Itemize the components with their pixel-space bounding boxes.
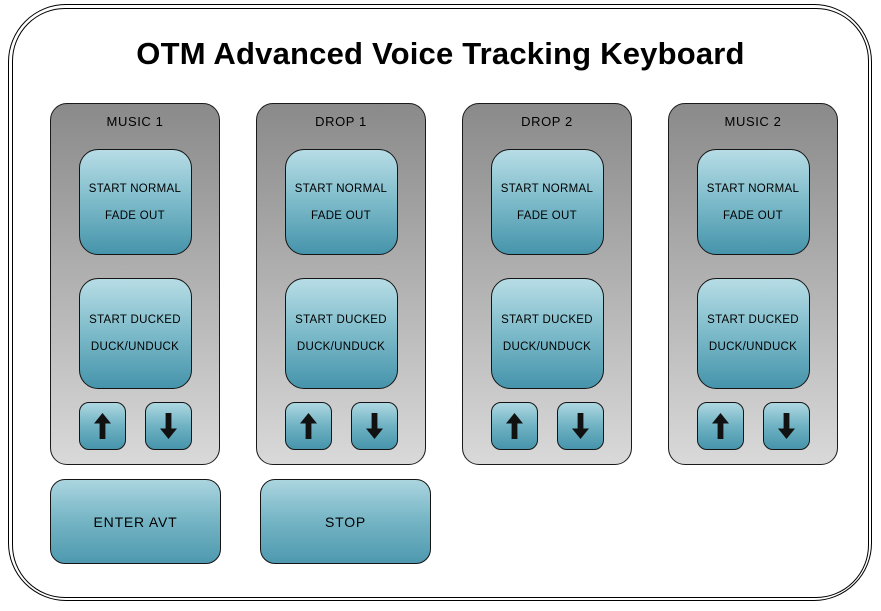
button-label-line1: START NORMAL [294,182,388,195]
stop-label: STOP [324,513,367,530]
down-arrow-icon [777,413,796,439]
music-2-up-button[interactable] [696,402,744,450]
drop-2-start-normal-fade-out-button[interactable]: START NORMAL FADE OUT [490,149,604,255]
button-label-line2: DUCK/UNDUCK [502,341,592,353]
panel-drop-1-label: DROP 1 [315,114,367,129]
panel-music-1: MUSIC 1 START NORMAL FADE OUT START DUCK… [50,103,220,465]
button-label-line2: FADE OUT [105,209,165,222]
button-label-line1: START DUCKED [295,314,387,326]
button-label-line1: START NORMAL [88,182,182,195]
button-label-line2: FADE OUT [723,209,783,222]
up-arrow-icon [505,413,524,439]
drop-2-down-button[interactable] [556,402,604,450]
enter-avt-button[interactable]: ENTER AVT [50,479,221,564]
button-label-line1: START DUCKED [89,314,181,326]
music-1-down-button[interactable] [144,402,192,450]
panel-music-2: MUSIC 2 START NORMAL FADE OUT START DUCK… [668,103,838,465]
up-arrow-icon [711,413,730,439]
drop-1-arrow-row [284,402,398,450]
button-label-line1: START NORMAL [500,182,594,195]
music-1-up-button[interactable] [78,402,126,450]
button-label-line2: DUCK/UNDUCK [296,341,386,353]
drop-1-start-normal-fade-out-button[interactable]: START NORMAL FADE OUT [284,149,398,255]
drop-2-arrow-row [490,402,604,450]
page-title: OTM Advanced Voice Tracking Keyboard [136,36,745,71]
drop-1-down-button[interactable] [350,402,398,450]
panel-drop-1: DROP 1 START NORMAL FADE OUT START DUCKE… [256,103,426,465]
button-label-line2: FADE OUT [517,209,577,222]
down-arrow-icon [159,413,178,439]
panel-music-1-label: MUSIC 1 [106,114,164,129]
music-2-arrow-row [696,402,810,450]
music-2-down-button[interactable] [762,402,810,450]
panel-row: MUSIC 1 START NORMAL FADE OUT START DUCK… [50,103,838,465]
music-1-start-ducked-duck-unduck-button[interactable]: START DUCKED DUCK/UNDUCK [78,278,192,389]
keyboard-frame [8,4,872,601]
down-arrow-icon [365,413,384,439]
button-label-line1: START NORMAL [706,182,800,195]
button-label-line2: DUCK/UNDUCK [708,341,798,353]
button-label-line1: START DUCKED [707,314,799,326]
up-arrow-icon [299,413,318,439]
panel-drop-2-label: DROP 2 [521,114,573,129]
panel-music-2-label: MUSIC 2 [724,114,782,129]
down-arrow-icon [571,413,590,439]
drop-1-up-button[interactable] [284,402,332,450]
drop-2-start-ducked-duck-unduck-button[interactable]: START DUCKED DUCK/UNDUCK [490,278,604,389]
music-2-start-ducked-duck-unduck-button[interactable]: START DUCKED DUCK/UNDUCK [696,278,810,389]
drop-2-up-button[interactable] [490,402,538,450]
button-label-line2: DUCK/UNDUCK [90,341,180,353]
music-1-start-normal-fade-out-button[interactable]: START NORMAL FADE OUT [78,149,192,255]
drop-1-start-ducked-duck-unduck-button[interactable]: START DUCKED DUCK/UNDUCK [284,278,398,389]
panel-drop-2: DROP 2 START NORMAL FADE OUT START DUCKE… [462,103,632,465]
button-label-line1: START DUCKED [501,314,593,326]
button-label-line2: FADE OUT [311,209,371,222]
enter-avt-label: ENTER AVT [93,513,178,530]
music-1-arrow-row [78,402,192,450]
up-arrow-icon [93,413,112,439]
stop-button[interactable]: STOP [260,479,431,564]
music-2-start-normal-fade-out-button[interactable]: START NORMAL FADE OUT [696,149,810,255]
